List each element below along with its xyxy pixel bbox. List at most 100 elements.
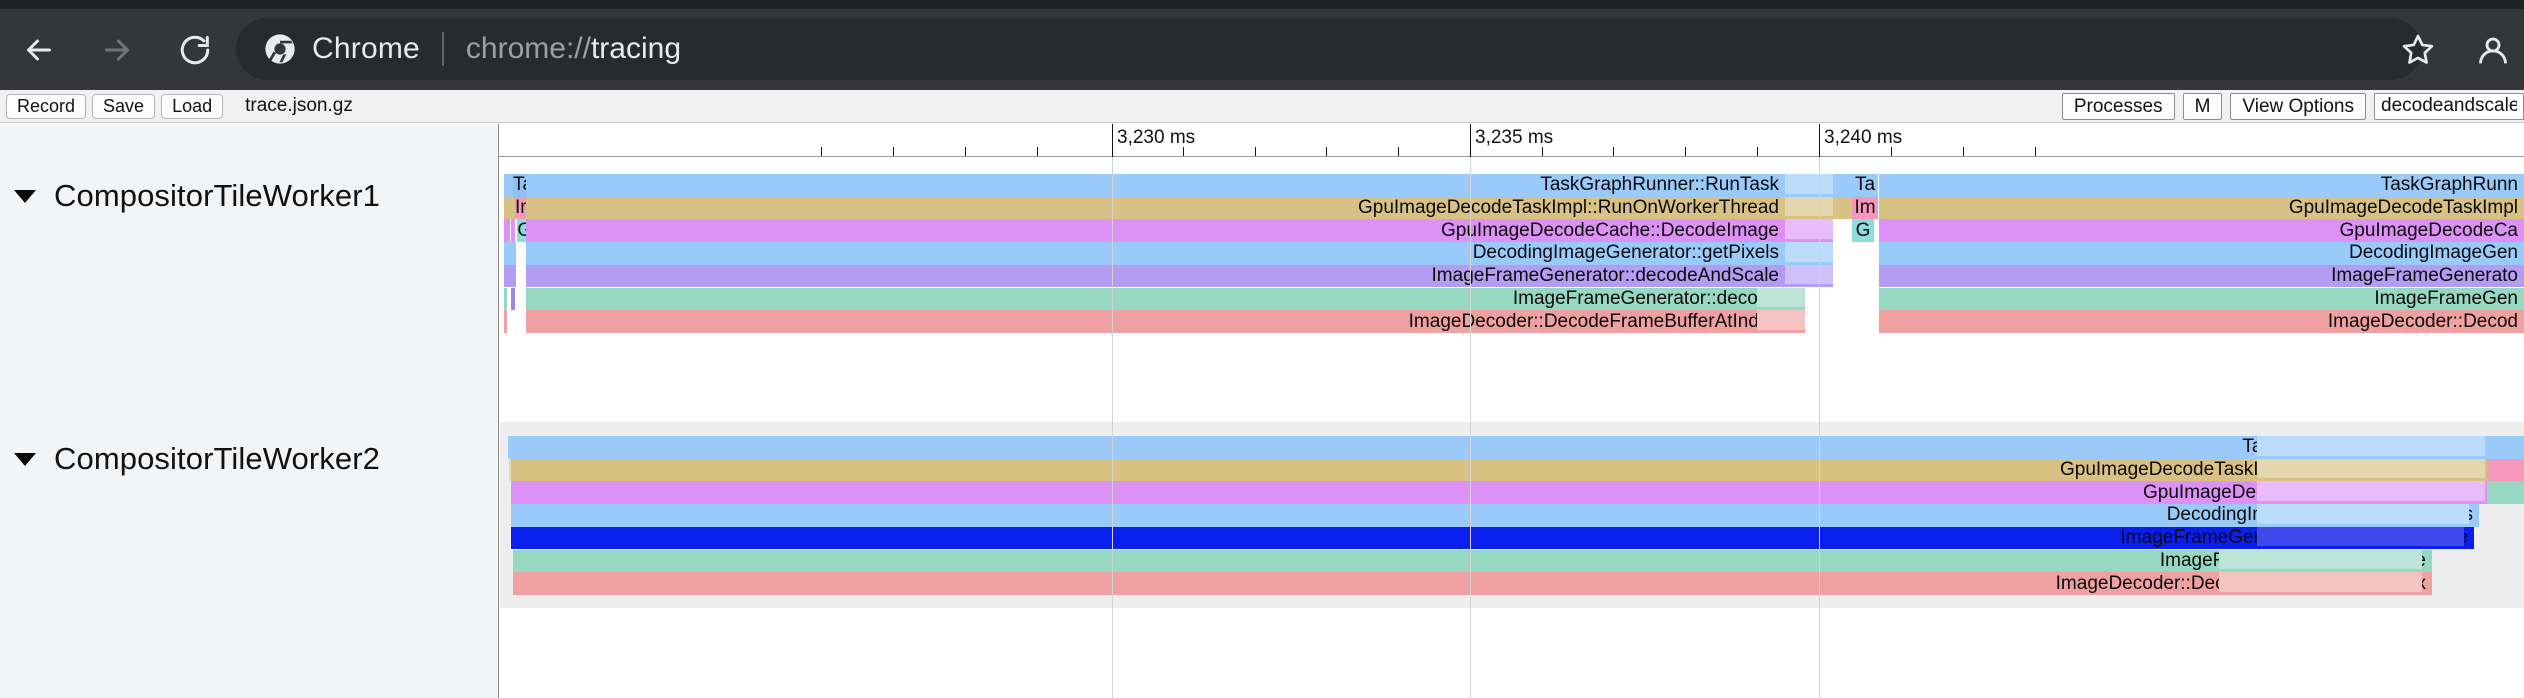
flame-slice-sub[interactable] [1785,264,1833,288]
flame-slice-main[interactable]: GpuImageDecodeCa [1879,219,2524,243]
load-button[interactable]: Load [161,93,224,119]
flame-slice-edge[interactable] [1757,307,1805,311]
metrics-button[interactable]: M [2182,92,2223,120]
processes-button[interactable]: Processes [2061,92,2175,120]
flame-slice-segment[interactable] [1852,219,1874,243]
flame-slice-main[interactable]: DecodingImageGen [1879,242,2524,265]
flame-slice-sliver[interactable] [504,196,512,220]
flame-slice-segment[interactable] [2487,436,2524,459]
flame-slice-edge[interactable] [2219,569,2422,573]
flame-slice-sliver[interactable] [504,287,507,311]
flame-slice-sub[interactable] [1757,310,1805,333]
track-title-label: CompositorTileWorker1 [54,178,380,213]
view-options-button[interactable]: View Options [2230,92,2366,120]
flame-slice-edge[interactable] [1785,261,1833,265]
flame-slice-main[interactable]: ImageDecoder::Decod [1879,310,2524,333]
flame-slice-sliver[interactable] [504,219,510,243]
flame-slice-main[interactable]: ImageFrameGenerator::decodeAndScale [526,264,1785,288]
flame-slice-main[interactable]: GpuImageDecodeTaskImpl::RunOnWorkerThrea… [526,196,1785,220]
flame-slice-segment[interactable] [2487,458,2524,482]
flame-slice-main[interactable]: ImageFrameGenerator::decode [513,549,2432,573]
timeline-viewport[interactable]: 3,230 ms3,235 ms3,240 ms TasTTaskGraphRu… [0,124,2524,698]
chevron-down-icon[interactable] [14,452,36,466]
track-label-column [0,124,499,698]
flame-slice-segment[interactable] [511,219,515,243]
flame-slice-sub[interactable] [2219,572,2422,592]
flame-slice-label: DecodingImageGen [2349,242,2518,264]
flame-slice-segment[interactable] [1833,196,1858,220]
track-header-2[interactable]: CompositorTileWorker2 [0,439,380,479]
flame-slice-sub[interactable] [2219,549,2422,569]
flame-slice-edge[interactable] [1785,193,1833,197]
track-header-3[interactable]: ThreadPoolForegroundWorker [0,694,476,698]
profile-avatar-icon[interactable] [2462,9,2524,90]
flame-slice-sub[interactable] [2257,436,2485,456]
flame-slice-sub[interactable] [2257,526,2464,547]
flame-slice-main[interactable]: ImageFrameGenerato [1879,264,2524,288]
ruler-tick [1542,147,1543,156]
flame-slice-sub[interactable] [1785,219,1833,243]
track-header-1[interactable]: CompositorTileWorker1 [0,176,380,216]
flame-slice-main[interactable]: ImageDecoder::DecodeFrameBufferAtIndex [513,572,2432,595]
flame-slice-sub[interactable] [1757,287,1805,311]
flame-slice-segment[interactable] [2487,481,2524,505]
flame-slice-edge[interactable] [1757,329,1805,333]
flame-slice-sub[interactable] [1785,174,1833,197]
flame-slice-main[interactable]: GpuImageDecodeTaskImpl [1879,196,2524,220]
flame-slice-sliver[interactable] [504,174,514,197]
flame-slice-segment[interactable] [1852,174,1878,197]
flame-slice-main[interactable]: GpuImageDecodeCache::DecodeImage [511,481,2487,505]
chevron-down-icon[interactable] [14,189,36,203]
flame-slice-label: DecodingImageGenerator::getPixels [1472,242,1779,264]
flame-slice-small[interactable]: Ta [1852,174,1878,197]
flame-slice-edge[interactable] [1785,216,1833,220]
flame-slice-segment[interactable] [511,242,516,265]
save-button[interactable]: Save [92,93,156,119]
flame-slice-main[interactable]: GpuImageDecodeCache::DecodeImage [526,219,1785,243]
flame-slice-edge[interactable] [1785,284,1833,288]
flame-slice-main[interactable]: DecodingImageGenerator::getPixels [511,504,2479,527]
flame-slice-edge[interactable] [2257,523,2469,527]
flame-slice-main[interactable]: ImageFrameGen [1879,287,2524,311]
flame-slice-edge[interactable] [2257,500,2485,505]
flame-slice-main[interactable]: GpuImageDecodeTaskImpl::RunOnWorkerThrea… [511,458,2487,482]
tracing-toolbar: Record Save Load trace.json.gz Processes… [0,90,2524,123]
back-arrow-icon[interactable] [0,9,78,90]
flame-slice-sliver[interactable] [504,242,511,265]
flame-slice-sliver[interactable] [504,264,511,288]
flame-slice-main[interactable]: DecodingImageGenerator::getPixels [526,242,1785,265]
bookmark-star-icon[interactable] [2388,9,2448,90]
highlight-search-input[interactable] [2374,92,2524,120]
flame-slice-sub[interactable] [2257,504,2469,524]
flame-slice-main[interactable]: TaskGraphRunner::RunTask [508,436,2487,459]
flame-slice-segment[interactable] [511,264,516,288]
flame-slice-edge[interactable] [2257,455,2485,459]
address-bar[interactable]: Chrome chrome://tracing [236,18,2422,80]
trace-filename: trace.json.gz [245,95,353,116]
flame-slice-label: Im [1854,197,1876,219]
flame-slice-sub[interactable] [2257,458,2485,479]
flame-slice-edge[interactable] [2257,546,2464,550]
flame-slice-main[interactable]: ImageFrameGenerator::decodeAndScale [511,526,2474,550]
reload-icon[interactable] [156,9,234,90]
flame-slice-edge[interactable] [1785,238,1833,243]
record-button[interactable]: Record [6,93,87,119]
flame-slice-segment[interactable] [511,196,515,220]
flame-slice-small[interactable]: Im [1852,197,1878,220]
flame-slice-segment[interactable] [511,287,515,311]
flame-slice-main[interactable]: ImageFrameGenerator::decode [526,287,1785,311]
forward-arrow-icon[interactable] [78,9,156,90]
flame-slice-edge[interactable] [2257,478,2485,482]
flame-slice-sub[interactable] [2257,481,2485,501]
flame-slice-main[interactable]: ImageDecoder::DecodeFrameBufferAtIndex [526,310,1785,333]
flame-slice-main[interactable]: TaskGraphRunn [1879,174,2524,197]
flame-slice-sub[interactable] [1785,196,1833,220]
flame-slice-sliver[interactable] [504,310,507,333]
flame-slice-segment[interactable] [1852,196,1878,220]
flame-slice-small[interactable]: G [1852,219,1874,242]
flame-slice-main[interactable]: TaskGraphRunner::RunTask [526,174,1785,197]
flame-slice-segment[interactable] [1833,174,1858,197]
flame-slice-edge[interactable] [2219,591,2422,595]
flame-slice-sub[interactable] [1785,242,1833,265]
